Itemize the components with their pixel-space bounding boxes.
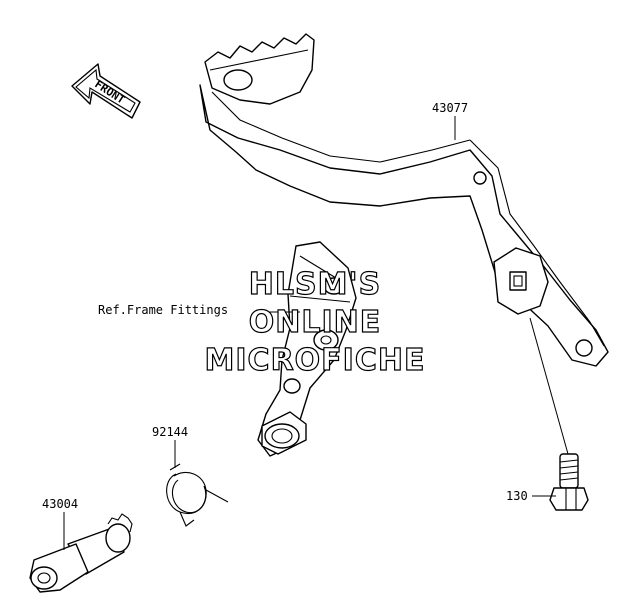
watermark-line-1: HLSM'S: [249, 267, 381, 302]
spring-part: [166, 463, 229, 527]
bolt-axis-line: [529, 317, 569, 455]
label-130: 130: [506, 489, 528, 503]
watermark: HLSM'S ONLINE MICROFICHE: [204, 266, 426, 378]
label-92144: 92144: [152, 425, 188, 439]
frame-fitting-part: [257, 241, 357, 457]
watermark-line-3: MICROFICHE: [205, 343, 426, 378]
brake-pedal-part: [199, 33, 609, 367]
watermark-line-2: ONLINE: [249, 305, 382, 340]
label-43004: 43004: [42, 497, 78, 511]
shaft-part: [29, 513, 133, 593]
label-43077: 43077: [432, 101, 468, 115]
label-ref-frame-fittings: Ref.Frame Fittings: [98, 303, 228, 317]
bolt-part: [549, 453, 589, 511]
front-arrow-icon: FRONT: [71, 63, 141, 119]
